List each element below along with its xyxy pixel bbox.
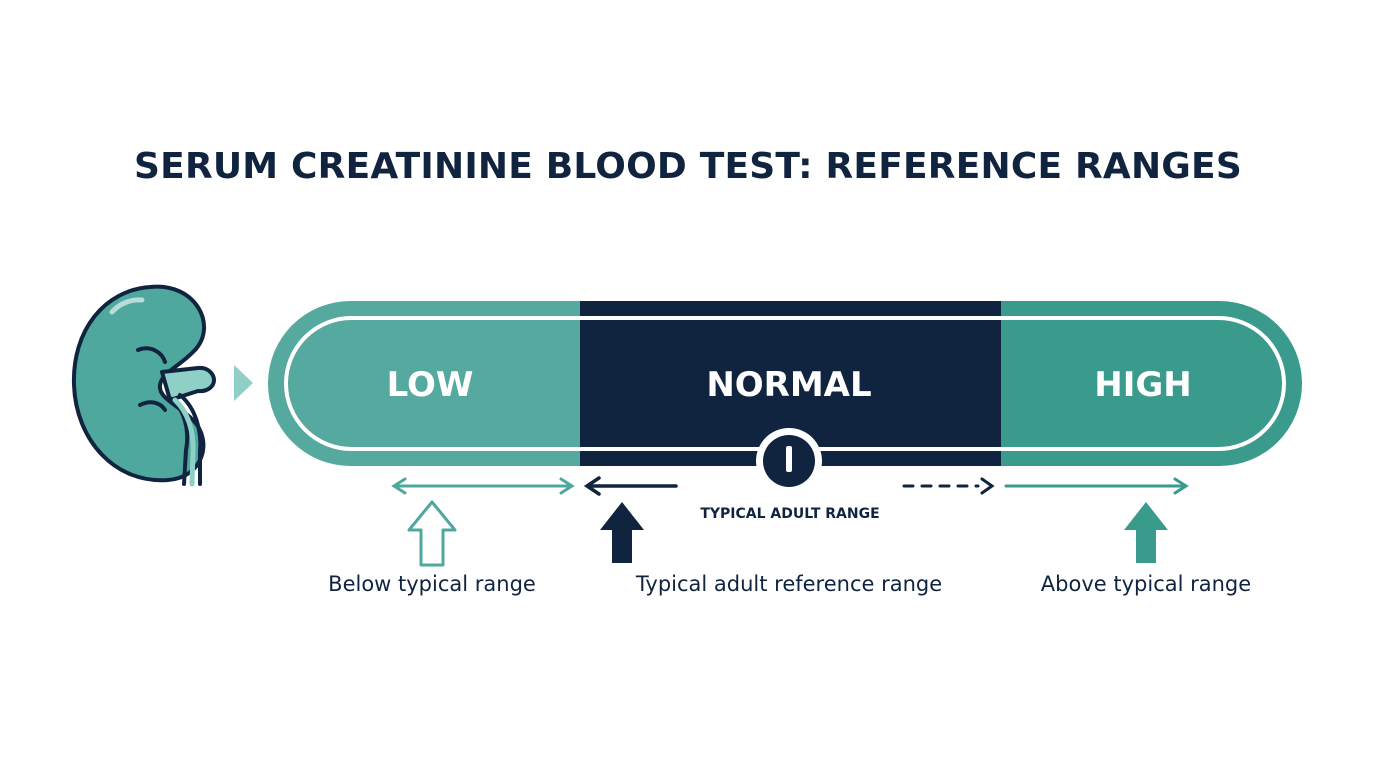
high-range-arrow xyxy=(1004,477,1189,495)
gauge-marker-icon xyxy=(756,428,822,494)
low-segment xyxy=(268,301,580,466)
below-range-label: Below typical range xyxy=(328,572,536,596)
normal-label: NORMAL xyxy=(706,365,871,405)
up-arrow-filled-high-icon xyxy=(1124,502,1168,563)
typical-range-label: Typical adult reference range xyxy=(635,572,943,596)
normal-range-arrow xyxy=(583,476,678,496)
typical-adult-range-marker-label: TYPICAL ADULT RANGE xyxy=(700,506,880,522)
up-arrow-filled-icon xyxy=(600,502,644,563)
pointer-triangle-icon xyxy=(234,365,253,401)
kidney-icon xyxy=(71,284,216,487)
page-title: SERUM CREATININE BLOOD TEST: REFERENCE R… xyxy=(134,146,1242,187)
up-arrow-outline-icon xyxy=(407,500,457,567)
high-label: HIGH xyxy=(1094,365,1191,405)
above-range-label: Above typical range xyxy=(1040,572,1252,596)
low-label: LOW xyxy=(387,365,474,405)
low-range-arrow xyxy=(391,477,575,495)
dashed-arrow xyxy=(902,477,995,495)
